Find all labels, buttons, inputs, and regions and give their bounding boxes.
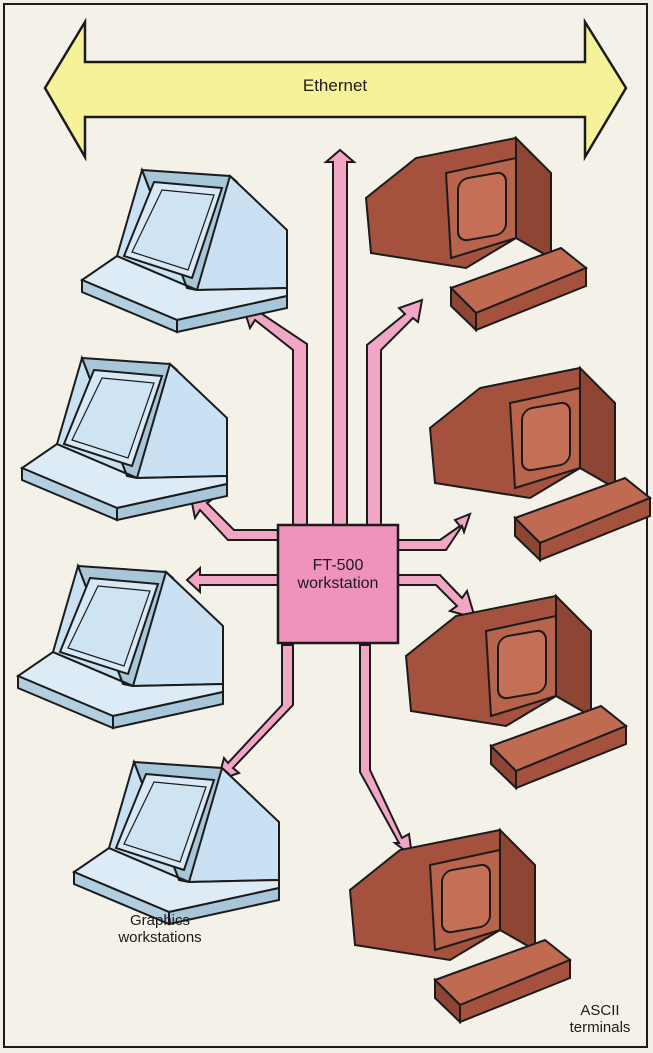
ascii-terminal-icon	[406, 596, 626, 788]
ascii-terminal-icon	[350, 830, 570, 1022]
graphics-label-line2: workstations	[100, 929, 220, 946]
ethernet-label: Ethernet	[280, 76, 390, 96]
link-to-terminal-2	[398, 514, 470, 550]
hub-label-line2: workstation	[278, 575, 398, 593]
graphics-workstation-icon	[22, 358, 227, 520]
graphics-workstations-label: Graphics workstations	[100, 912, 220, 947]
ascii-label-line1: ASCII	[560, 1002, 640, 1019]
link-to-graphics-3	[187, 568, 282, 592]
link-to-graphics-4	[218, 645, 293, 780]
link-to-terminal-3	[398, 575, 475, 618]
link-to-terminal-1	[367, 300, 422, 525]
hub-label: FT-500 workstation	[278, 557, 398, 594]
graphics-workstation-icon	[74, 762, 279, 924]
hub-label-line1: FT-500	[278, 557, 398, 575]
link-to-ethernet	[326, 150, 354, 525]
ascii-label-line2: terminals	[560, 1019, 640, 1036]
graphics-workstation-icon	[18, 566, 223, 728]
link-to-terminal-4	[360, 645, 412, 856]
link-to-graphics-1	[243, 306, 307, 525]
graphics-label-line1: Graphics	[100, 912, 220, 929]
ascii-terminal-icon	[366, 138, 586, 330]
ascii-terminals-label: ASCII terminals	[560, 1002, 640, 1037]
graphics-workstation-icon	[82, 170, 287, 332]
